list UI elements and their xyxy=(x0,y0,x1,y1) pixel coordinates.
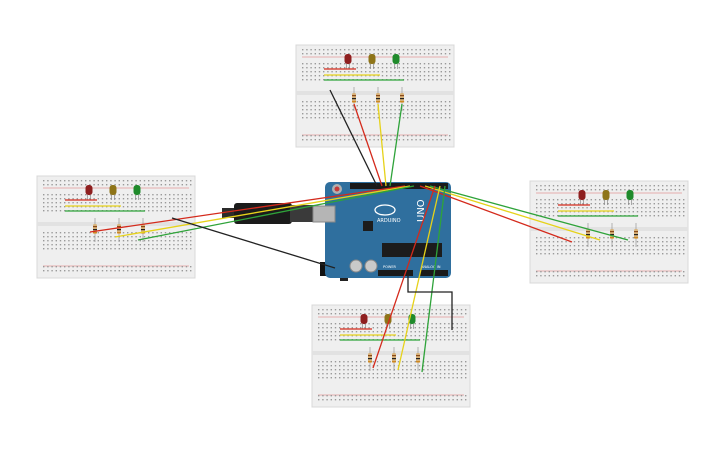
wire-yellow-left[interactable] xyxy=(114,185,411,238)
digital-header[interactable] xyxy=(350,183,448,189)
led-red[interactable] xyxy=(360,314,368,329)
wires xyxy=(89,89,629,373)
arduino-logo-icon xyxy=(374,204,396,216)
led-red[interactable] xyxy=(578,190,586,205)
atmega-chip xyxy=(382,243,442,257)
led-yellow[interactable] xyxy=(368,54,376,69)
breadboard-bottom[interactable] xyxy=(311,304,471,408)
power-header[interactable] xyxy=(378,270,413,276)
wire-black-top[interactable] xyxy=(329,89,378,187)
led-red[interactable] xyxy=(85,185,93,200)
led-green[interactable] xyxy=(133,185,141,200)
resistor[interactable] xyxy=(117,218,121,242)
led-red[interactable] xyxy=(344,54,352,69)
resistor[interactable] xyxy=(634,223,638,247)
wire-black-bottom[interactable] xyxy=(407,275,453,330)
wire-red-left[interactable] xyxy=(89,185,406,233)
resistor[interactable] xyxy=(368,347,372,371)
usb-port xyxy=(312,205,336,223)
analog-label: ANALOG IN xyxy=(421,265,441,269)
led-green[interactable] xyxy=(392,54,400,69)
arduino-uno-board[interactable]: ARDUINO UNO POWER ANALOG IN xyxy=(312,182,451,278)
resistor[interactable] xyxy=(416,347,420,371)
wire-red-right[interactable] xyxy=(419,185,573,243)
wire-red-bottom[interactable] xyxy=(372,185,436,369)
capacitor-2 xyxy=(364,259,378,273)
breadboard-holes xyxy=(302,49,451,141)
capacitor-1 xyxy=(349,259,363,273)
wire-yellow-bottom[interactable] xyxy=(397,185,441,371)
breadboard-left[interactable] xyxy=(36,175,196,279)
resistor[interactable] xyxy=(392,347,396,371)
wire-green-top[interactable] xyxy=(389,103,403,187)
arduino-brand: ARDUINO xyxy=(377,218,401,224)
led-yellow[interactable] xyxy=(109,185,117,200)
wire-green-right[interactable] xyxy=(429,185,629,241)
arduino-model: UNO xyxy=(416,199,427,222)
resistor[interactable] xyxy=(352,87,356,111)
wire-yellow-right[interactable] xyxy=(424,185,601,241)
led-yellow[interactable] xyxy=(602,190,610,205)
resistor[interactable] xyxy=(376,87,380,111)
wire-red-top[interactable] xyxy=(353,103,383,187)
wire-green-left[interactable] xyxy=(137,185,415,241)
breadboard-top[interactable] xyxy=(295,44,455,148)
power-label: POWER xyxy=(383,265,397,269)
breadboard-right[interactable] xyxy=(529,180,689,284)
led-green[interactable] xyxy=(626,190,634,205)
wire-green-bottom[interactable] xyxy=(421,185,446,373)
wire-yellow-top[interactable] xyxy=(377,103,387,187)
wire-black-left[interactable] xyxy=(171,217,336,269)
